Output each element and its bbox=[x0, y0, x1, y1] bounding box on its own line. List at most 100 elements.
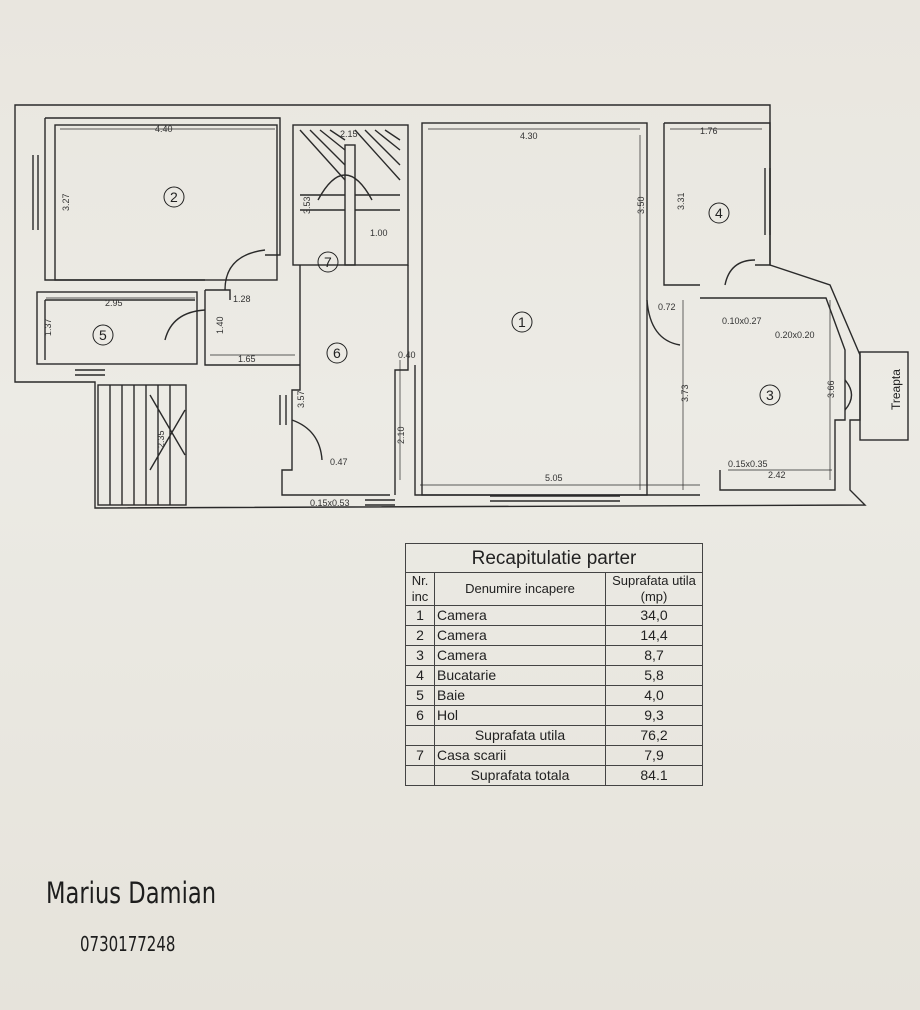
header-area: Suprafata utila (mp) bbox=[605, 572, 703, 606]
room-marker-2 bbox=[163, 186, 185, 208]
row-name: Camera bbox=[434, 605, 606, 626]
dim-stair-width: 2.15 bbox=[340, 129, 358, 139]
summary-table: Recapitulatie parter Nr. inc Denumire in… bbox=[405, 543, 703, 786]
door-arc-2 bbox=[224, 249, 266, 291]
room-marker-3 bbox=[759, 384, 781, 406]
dim-128: 1.28 bbox=[233, 294, 251, 304]
window-r4 bbox=[764, 168, 771, 235]
step-outline bbox=[859, 351, 909, 441]
author-phone: 0730177248 bbox=[80, 932, 176, 956]
dim-stair-inner: 1.00 bbox=[370, 228, 388, 238]
window-r6 bbox=[365, 499, 395, 506]
row-nr: 2 bbox=[405, 625, 435, 646]
row-name: Casa scarii bbox=[434, 745, 606, 766]
dim-366: 3.66 bbox=[826, 380, 836, 398]
room-markers: 1 2 3 4 5 6 7 bbox=[92, 186, 781, 406]
dim-357: 3.57 bbox=[296, 390, 306, 408]
table-row: 6 Hol 9,3 bbox=[405, 705, 703, 726]
row-nr: 6 bbox=[405, 705, 435, 726]
summary-title: Recapitulatie parter bbox=[405, 543, 703, 573]
room-number-6: 6 bbox=[333, 345, 341, 361]
room-marker-7 bbox=[317, 251, 339, 273]
room-5-outline bbox=[36, 291, 198, 365]
dim-165: 1.65 bbox=[238, 354, 256, 364]
row-area: 34,0 bbox=[605, 605, 703, 626]
row-nr: 7 bbox=[405, 745, 435, 766]
door-arc-5 bbox=[164, 309, 206, 341]
useful-area-row: Suprafata utila 76,2 bbox=[405, 725, 703, 746]
row-name: Camera bbox=[434, 625, 606, 646]
table-row: 1 Camera 34,0 bbox=[405, 605, 703, 626]
room-5-inner bbox=[44, 299, 195, 360]
room-2-outline bbox=[54, 124, 278, 281]
hall-6-outline bbox=[281, 265, 409, 496]
dimension-labels: 4.40 3.27 2.15 3.53 1.00 4.30 3.50 1.76 … bbox=[43, 124, 836, 508]
dim-040: 0.40 bbox=[398, 350, 416, 360]
dim-r2-width: 4.40 bbox=[155, 124, 173, 134]
lower-stair bbox=[97, 384, 187, 506]
row-area: 5,8 bbox=[605, 665, 703, 686]
dim-140: 1.40 bbox=[215, 316, 225, 334]
room-marker-5 bbox=[92, 324, 114, 346]
door-arc-3 bbox=[844, 379, 853, 411]
dim-lines bbox=[46, 128, 832, 490]
row-area: 7,9 bbox=[605, 745, 703, 766]
room-number-4: 4 bbox=[715, 205, 723, 221]
row-name: Camera bbox=[434, 645, 606, 666]
row-area: 4,0 bbox=[605, 685, 703, 706]
room-number-3: 3 bbox=[766, 387, 774, 403]
header-nr: Nr. inc bbox=[405, 572, 435, 606]
dim-r4-width: 1.76 bbox=[700, 126, 718, 136]
row-area: 14,4 bbox=[605, 625, 703, 646]
row-nr: 5 bbox=[405, 685, 435, 706]
row-nr: 3 bbox=[405, 645, 435, 666]
stair-treads bbox=[299, 129, 401, 211]
dim-r4-height: 3.31 bbox=[676, 192, 686, 210]
room-marker-6 bbox=[326, 342, 348, 364]
row-nr: 1 bbox=[405, 605, 435, 626]
room-marker-1 bbox=[511, 311, 533, 333]
row-area: 8,7 bbox=[605, 645, 703, 666]
dim-373: 3.73 bbox=[680, 384, 690, 402]
table-row: 3 Camera 8,7 bbox=[405, 645, 703, 666]
room-1-outline bbox=[421, 122, 648, 496]
row-name: Bucatarie bbox=[434, 665, 606, 686]
dim-210: 2.10 bbox=[396, 426, 406, 444]
row-name: Hol bbox=[434, 705, 606, 726]
room-number-5: 5 bbox=[99, 327, 107, 343]
step-label: Treapta bbox=[889, 369, 903, 410]
dim-r1-width: 4.30 bbox=[520, 131, 538, 141]
window-r5 bbox=[75, 369, 105, 376]
useful-area-value: 76,2 bbox=[605, 725, 703, 746]
outer-wall bbox=[14, 104, 867, 509]
room-number-2: 2 bbox=[170, 189, 178, 205]
door-arc-4 bbox=[724, 259, 756, 286]
dim-010x027: 0.10x0.27 bbox=[722, 316, 762, 326]
dim-r5-width: 2.95 bbox=[105, 298, 123, 308]
room-number-1: 1 bbox=[518, 314, 526, 330]
dim-015x035: 0.15x0.35 bbox=[728, 459, 768, 469]
stair-core bbox=[344, 144, 356, 266]
total-area-row: Suprafata totala 84.1 bbox=[405, 765, 703, 786]
lower-stair-treads bbox=[109, 385, 186, 505]
dim-505: 5.05 bbox=[545, 473, 563, 483]
dim-r5-height: 1.37 bbox=[43, 318, 53, 336]
hall-walls bbox=[204, 289, 700, 496]
author-name: Marius Damian bbox=[46, 876, 217, 910]
dim-047: 0.47 bbox=[330, 457, 348, 467]
total-area-label: Suprafata totala bbox=[434, 765, 606, 786]
total-area-value: 84.1 bbox=[605, 765, 703, 786]
row-area: 9,3 bbox=[605, 705, 703, 726]
table-row: 2 Camera 14,4 bbox=[405, 625, 703, 646]
row-name: Baie bbox=[434, 685, 606, 706]
dim-015x053: 0.15x0.53 bbox=[310, 498, 350, 508]
dim-072: 0.72 bbox=[658, 302, 676, 312]
table-row: 4 Bucatarie 5,8 bbox=[405, 665, 703, 686]
room-number-7: 7 bbox=[324, 254, 332, 270]
dim-r1-height: 3.50 bbox=[636, 196, 646, 214]
floor-plan: 4.40 3.27 2.15 3.53 1.00 4.30 3.50 1.76 … bbox=[14, 104, 909, 509]
table-row: 7 Casa scarii 7,9 bbox=[405, 745, 703, 766]
dim-r2-height: 3.27 bbox=[61, 193, 71, 211]
header-name: Denumire incapere bbox=[434, 572, 606, 606]
window-r1 bbox=[490, 495, 620, 502]
